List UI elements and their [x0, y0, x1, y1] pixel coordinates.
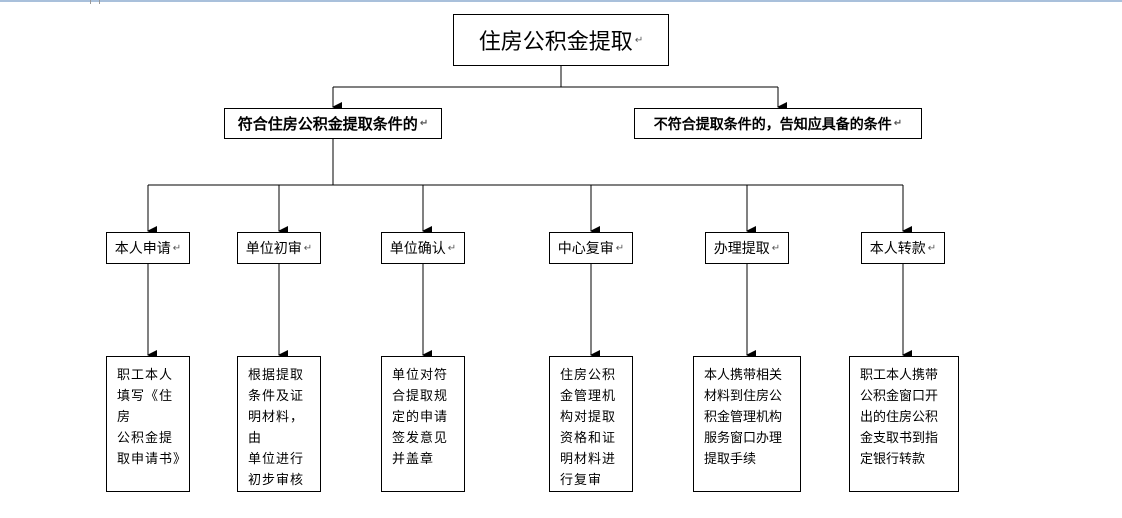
step-label: 单位确认 — [389, 241, 446, 257]
paragraph-mark-icon: ↵ — [893, 118, 903, 129]
title-text: 住房公积金提取 — [478, 30, 633, 55]
eligible-node: 符合住房公积金提取条件的↵ — [224, 108, 442, 139]
paragraph-mark-icon: ↵ — [419, 118, 429, 129]
step-desc-unit-review: 根据提取 条件及证 明材料，由 单位进行 初步审核 — [237, 356, 321, 492]
step-node-apply: 本人申请↵ — [106, 232, 190, 264]
paragraph-mark-icon: ↵ — [172, 242, 182, 254]
step-node-transfer: 本人转款↵ — [861, 232, 945, 264]
step-desc-unit-confirm: 单位对符 合提取规 定的申请 签发意见 并盖章 — [381, 356, 465, 492]
paragraph-mark-icon: ↵ — [634, 34, 644, 46]
step-node-unit-review: 单位初审↵ — [237, 232, 321, 264]
step-desc-center-review: 住房公积 金管理机 构对提取 资格和证 明材料进 行复审 — [549, 356, 633, 492]
ruler-marker — [90, 0, 100, 4]
ineligible-node: 不符合提取条件的，告知应具备的条件↵ — [634, 108, 922, 139]
paragraph-mark-icon: ↵ — [771, 242, 781, 254]
step-label: 中心复审 — [557, 241, 614, 257]
eligible-text: 符合住房公积金提取条件的 — [237, 115, 418, 133]
step-node-unit-confirm: 单位确认↵ — [381, 232, 465, 264]
step-label: 本人申请 — [114, 241, 171, 257]
step-node-process: 办理提取↵ — [705, 232, 789, 264]
ineligible-text: 不符合提取条件的，告知应具备的条件 — [653, 116, 892, 133]
step-node-center-review: 中心复审↵ — [549, 232, 633, 264]
step-label: 办理提取 — [713, 241, 770, 257]
paragraph-mark-icon: ↵ — [303, 242, 313, 254]
step-desc-apply: 职工本人 填写《住房 公积金提 取申请书》 — [106, 356, 190, 492]
window-top-border — [0, 0, 1122, 2]
step-label: 本人转款 — [869, 241, 926, 257]
step-label: 单位初审 — [245, 241, 302, 257]
paragraph-mark-icon: ↵ — [447, 242, 457, 254]
step-desc-transfer: 职工本人携带 公积金窗口开 出的住房公积 金支取书到指 定银行转款 — [849, 356, 959, 492]
paragraph-mark-icon: ↵ — [927, 242, 937, 254]
paragraph-mark-icon: ↵ — [615, 242, 625, 254]
title-node: 住房公积金提取↵ — [453, 14, 669, 66]
step-desc-process: 本人携带相关 材料到住房公 积金管理机构 服务窗口办理 提取手续 — [693, 356, 801, 492]
